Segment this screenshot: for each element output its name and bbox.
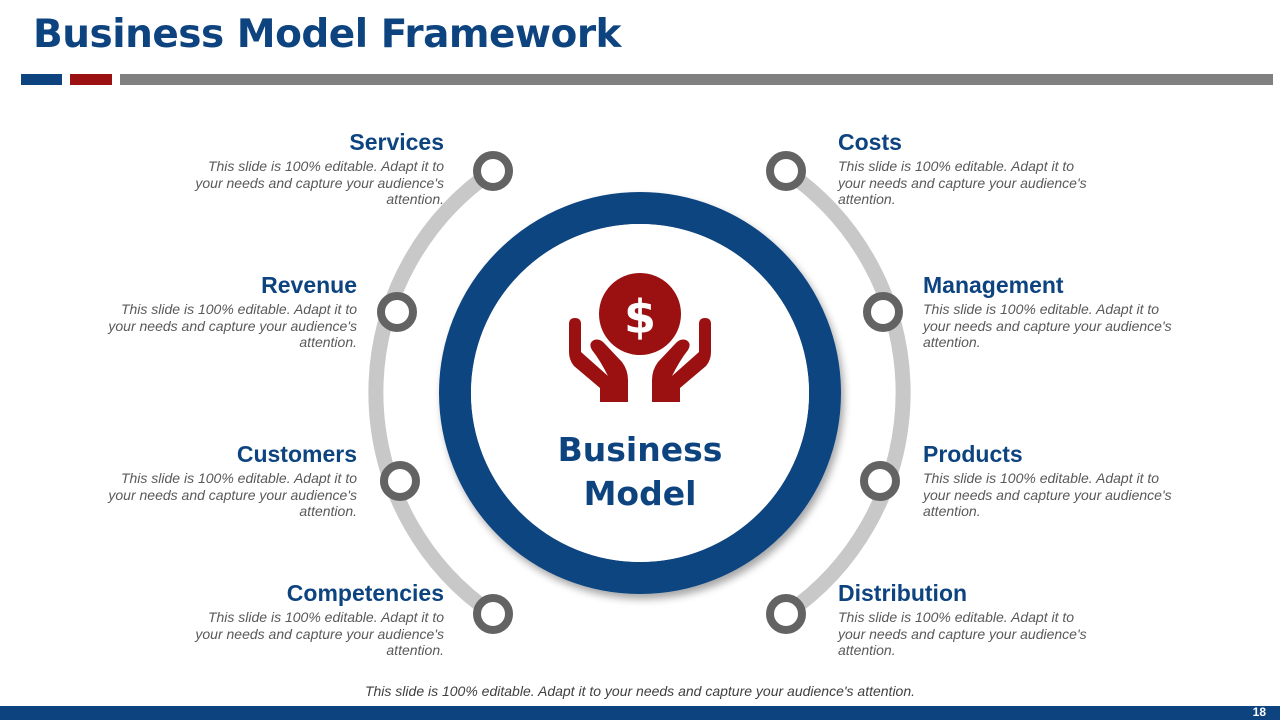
item-description: This slide is 100% editable. Adapt it to… — [195, 609, 444, 658]
item-title: Distribution — [838, 580, 968, 606]
item-description: This slide is 100% editable. Adapt it to… — [838, 158, 1087, 207]
right-connector-arc — [781, 164, 911, 621]
title-underline-red — [70, 74, 112, 85]
item-distribution: Distribution This slide is 100% editable… — [838, 579, 1098, 659]
item-customers: Customers This slide is 100% editable. A… — [97, 440, 357, 520]
item-description: This slide is 100% editable. Adapt it to… — [195, 158, 444, 207]
item-title: Costs — [838, 129, 902, 155]
node-products — [860, 461, 900, 501]
node-revenue — [377, 292, 417, 332]
center-label-line2: Model — [583, 474, 697, 513]
item-title: Products — [923, 441, 1023, 467]
node-costs — [766, 151, 806, 191]
node-customers — [380, 461, 420, 501]
item-revenue: Revenue This slide is 100% editable. Ada… — [97, 271, 357, 351]
title-underline-blue — [21, 74, 62, 85]
item-title: Services — [349, 129, 444, 155]
footer-bar — [0, 706, 1280, 720]
item-products: Products This slide is 100% editable. Ad… — [923, 440, 1183, 520]
item-description: This slide is 100% editable. Adapt it to… — [108, 470, 357, 519]
left-connector-arc — [368, 164, 498, 621]
item-description: This slide is 100% editable. Adapt it to… — [108, 301, 357, 350]
node-competencies — [473, 594, 513, 634]
item-description: This slide is 100% editable. Adapt it to… — [838, 609, 1087, 658]
footer-note: This slide is 100% editable. Adapt it to… — [364, 683, 916, 699]
item-description: This slide is 100% editable. Adapt it to… — [923, 301, 1172, 350]
item-competencies: Competencies This slide is 100% editable… — [184, 579, 444, 659]
center-label-line1: Business — [557, 430, 723, 469]
item-management: Management This slide is 100% editable. … — [923, 271, 1183, 351]
item-costs: Costs This slide is 100% editable. Adapt… — [838, 128, 1098, 208]
slide-title: Business Model Framework — [33, 12, 622, 57]
item-title: Revenue — [261, 272, 357, 298]
item-title: Customers — [236, 441, 357, 467]
item-description: This slide is 100% editable. Adapt it to… — [923, 470, 1172, 519]
item-title: Competencies — [286, 580, 444, 606]
node-management — [863, 292, 903, 332]
title-underline-gray — [120, 74, 1273, 85]
ring-inner-fill — [471, 224, 809, 562]
item-services: Services This slide is 100% editable. Ad… — [184, 128, 444, 208]
node-services — [473, 151, 513, 191]
node-distribution — [766, 594, 806, 634]
svg-text:$: $ — [624, 290, 656, 344]
item-title: Management — [923, 272, 1064, 298]
page-number: 18 — [1252, 705, 1266, 719]
center-label: Business Model — [540, 428, 740, 516]
hands-holding-dollar-icon: $ — [569, 273, 711, 402]
